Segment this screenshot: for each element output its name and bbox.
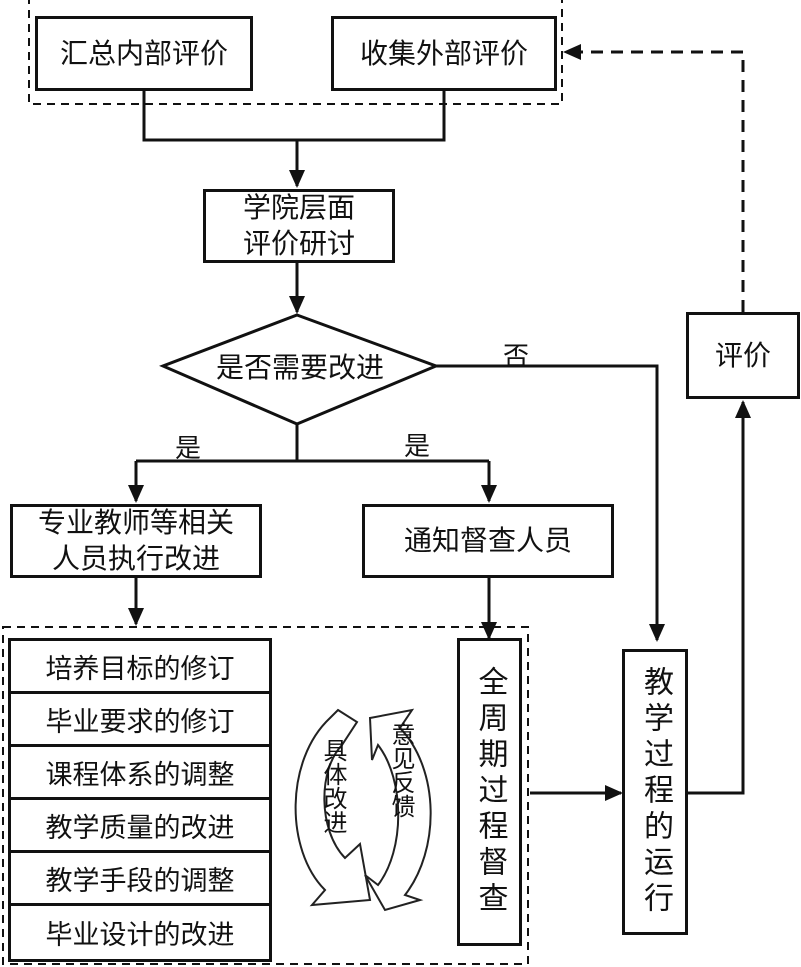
list-item[interactable]: 毕业要求的修订 [11,694,269,747]
improvement-group-dashed [2,626,529,965]
no-label: 否 [503,342,530,372]
yes-branches [128,424,497,503]
full-cycle-supervision-box[interactable]: 全周期过程督查 [457,638,522,946]
yes-right-label: 是 [404,432,431,462]
arrow-process-to-evaluation [688,400,751,795]
improvement-list: 培养目标的修订 毕业要求的修订 课程体系的调整 教学质量的改进 教学手段的调整 … [8,638,272,962]
external-evaluation-label: 收集外部评价 [359,36,528,70]
list-item[interactable]: 教学质量的改进 [11,800,269,853]
notify-supervisors-box[interactable]: 通知督查人员 [362,504,614,578]
feedback-label: 意见反馈 [387,722,415,818]
right-curved-arrow [364,708,432,912]
college-review-label: 学院层面 评价研讨 [242,191,355,260]
teachers-improve-box[interactable]: 专业教师等相关 人员执行改进 [10,504,262,578]
list-item[interactable]: 教学手段的调整 [11,853,269,906]
evaluation-label: 评价 [714,338,771,372]
teaching-process-box[interactable]: 教学过程的运行 [622,649,688,935]
college-review-box[interactable]: 学院层面 评价研讨 [203,189,395,263]
full-cycle-supervision-label: 全周期过程督查 [472,666,508,918]
internal-evaluation-box[interactable]: 汇总内部评价 [35,16,253,91]
teaching-process-label: 教学过程的运行 [638,666,673,918]
left-curved-arrow [294,708,372,907]
internal-evaluation-label: 汇总内部评价 [59,36,228,70]
external-evaluation-box[interactable]: 收集外部评价 [331,16,557,91]
evaluation-box[interactable]: 评价 [686,312,800,399]
yes-left-label: 是 [175,434,202,464]
no-branch [436,364,665,642]
cycle-diagram [294,708,432,912]
specific-improvement-label: 具体改进 [319,738,347,834]
merge-connector [142,89,446,188]
dashed-feedback-arrow [563,44,745,312]
list-item[interactable]: 培养目标的修订 [11,641,269,694]
notify-supervisors-label: 通知督查人员 [403,524,572,557]
list-item[interactable]: 课程体系的调整 [11,747,269,800]
list-item[interactable]: 毕业设计的改进 [45,920,235,951]
teachers-improve-label: 专业教师等相关 人员执行改进 [37,506,234,575]
decision-label: 是否需要改进 [215,351,384,384]
